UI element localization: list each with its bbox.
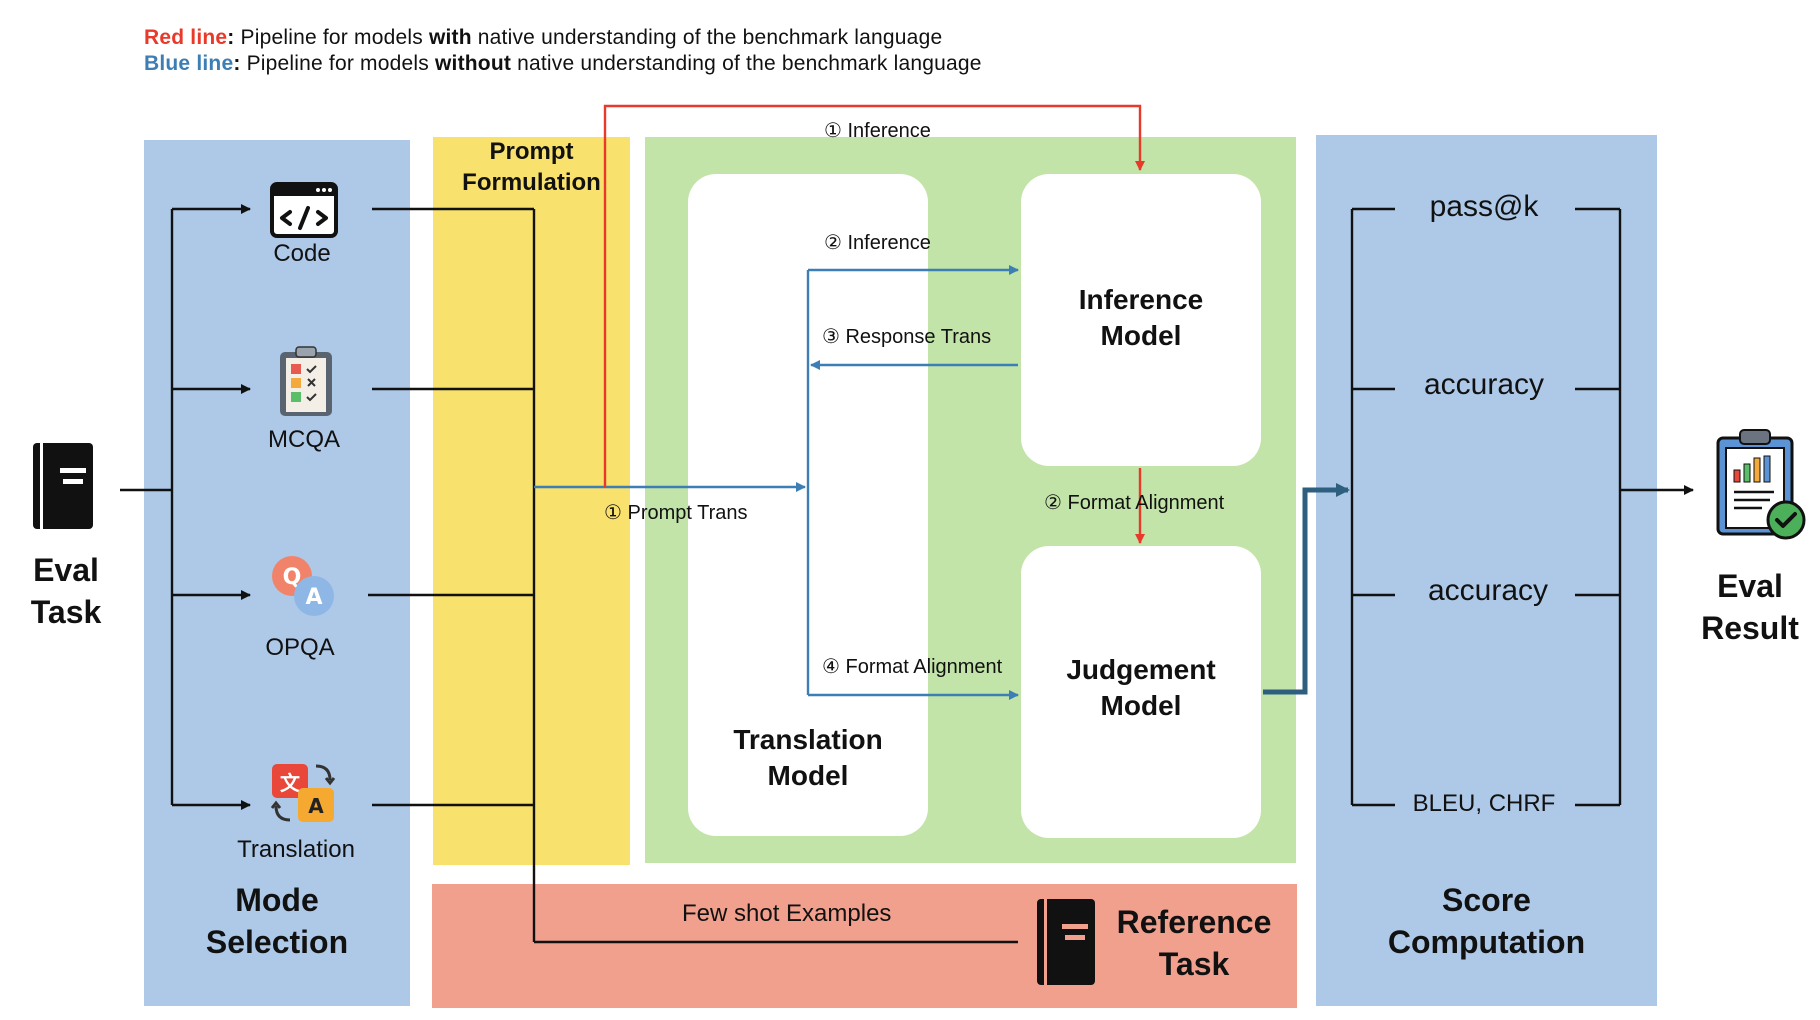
reference-task-label: Reference Task <box>1116 904 1272 982</box>
response-trans-label: ③ Response Trans <box>822 326 992 348</box>
mode-selection-title: Mode Selection <box>205 882 349 960</box>
red-format-alignment-label: ② Format Alignment <box>1044 492 1225 514</box>
blue-inference-label: ② Inference <box>824 232 931 254</box>
translate-icon: 文 A <box>268 758 340 828</box>
metric-accuracy-opqa: accuracy <box>1427 574 1549 607</box>
metric-accuracy-mcqa: accuracy <box>1423 368 1545 401</box>
svg-text:A: A <box>308 794 324 818</box>
mode-label-mcqa: MCQA <box>268 426 340 453</box>
clipboard-checklist-icon <box>276 344 336 418</box>
prompt-trans-label: ① Prompt Trans <box>604 502 748 524</box>
inference-model-label: Inference Model <box>1078 284 1204 352</box>
score-computation-panel <box>1316 135 1657 1006</box>
reference-task-panel <box>432 884 1297 1008</box>
red-inference-label: ① Inference <box>824 120 931 142</box>
book-icon <box>1034 896 1098 988</box>
metric-pass-at-k: pass@k <box>1429 190 1539 223</box>
legend-red-prefix: Red line <box>144 26 228 49</box>
prompt-formulation-panel <box>433 137 630 865</box>
book-icon <box>30 440 96 532</box>
svg-text:A: A <box>305 585 322 610</box>
blue-format-alignment-label: ④ Format Alignment <box>822 656 1003 678</box>
legend-blue: Blue line: Pipeline for models without n… <box>144 52 982 75</box>
prompt-formulation-title: Prompt Formulation <box>462 138 601 197</box>
judgement-model-label: Judgement Model <box>1066 654 1216 722</box>
metric-bleu-chrf: BLEU, CHRF <box>1412 790 1556 817</box>
qa-bubbles-icon: Q A <box>268 554 338 620</box>
svg-text:文: 文 <box>280 771 301 795</box>
few-shot-label: Few shot Examples <box>682 900 892 927</box>
judgement-model-box <box>1021 546 1261 838</box>
inference-model-box <box>1021 174 1261 466</box>
eval-result-label: Eval Result <box>1701 568 1799 646</box>
legend-blue-prefix: Blue line <box>144 52 234 75</box>
score-computation-title: Score Computation <box>1387 882 1586 960</box>
mode-label-code: Code <box>273 240 331 267</box>
eval-task-label: Eval Task <box>30 552 102 630</box>
svg-text:Q: Q <box>283 565 302 590</box>
translation-model-label: Translation Model <box>733 724 883 792</box>
report-check-icon <box>1710 426 1810 546</box>
mode-label-opqa: OPQA <box>265 634 335 661</box>
legend-red: Red line: Pipeline for models with nativ… <box>144 26 943 49</box>
code-window-icon <box>270 182 338 238</box>
mode-label-translation: Translation <box>237 836 355 863</box>
